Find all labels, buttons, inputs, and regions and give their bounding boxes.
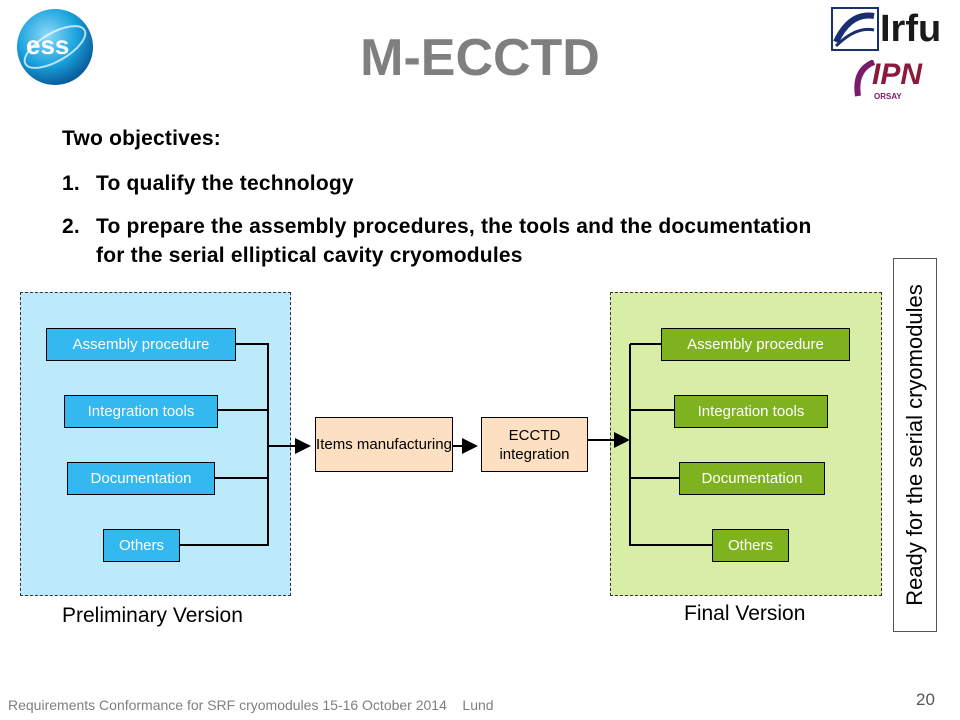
final-caption: Final Version xyxy=(684,602,806,625)
objective-text: To prepare the assembly procedures, the … xyxy=(96,215,812,238)
objective-number: 2. xyxy=(62,215,80,238)
slide-title: M-ECCTD xyxy=(360,29,600,87)
ready-for-serial-box: Ready for the serial cryomodules xyxy=(893,258,937,632)
final-assembly-procedure-box: Assembly procedure xyxy=(661,328,850,361)
prelim-others-box: Others xyxy=(103,529,180,562)
prelim-assembly-procedure-box: Assembly procedure xyxy=(46,328,236,361)
ecctd-integration-box: ECCTD integration xyxy=(481,417,588,472)
ess-logo-text: ess xyxy=(26,30,70,60)
ipn-logo: IPN ORSAY xyxy=(850,56,950,106)
final-documentation-box: Documentation xyxy=(679,462,825,495)
ipn-logo-text: IPN xyxy=(872,58,923,91)
ess-logo: ess xyxy=(14,6,96,88)
objective-text: To qualify the technology xyxy=(96,172,354,195)
footer-text: Requirements Conformance for SRF cryomod… xyxy=(8,697,494,713)
irfu-logo: Irfu xyxy=(830,6,942,52)
prelim-integration-tools-box: Integration tools xyxy=(64,395,218,428)
irfu-logo-text: Irfu xyxy=(880,8,942,50)
final-others-box: Others xyxy=(712,529,789,562)
ipn-logo-subtext: ORSAY xyxy=(874,92,902,101)
page-number: 20 xyxy=(916,690,935,709)
items-manufacturing-box: Items manufacturing xyxy=(315,417,453,472)
prelim-documentation-box: Documentation xyxy=(67,462,215,495)
ready-for-serial-label: Ready for the serial cryomodules xyxy=(902,284,927,606)
objective-number: 1. xyxy=(62,172,80,195)
objective-text-continued: for the serial elliptical cavity cryomod… xyxy=(96,244,523,267)
objectives-heading: Two objectives: xyxy=(62,127,221,150)
final-integration-tools-box: Integration tools xyxy=(674,395,828,428)
preliminary-caption: Preliminary Version xyxy=(62,604,243,627)
